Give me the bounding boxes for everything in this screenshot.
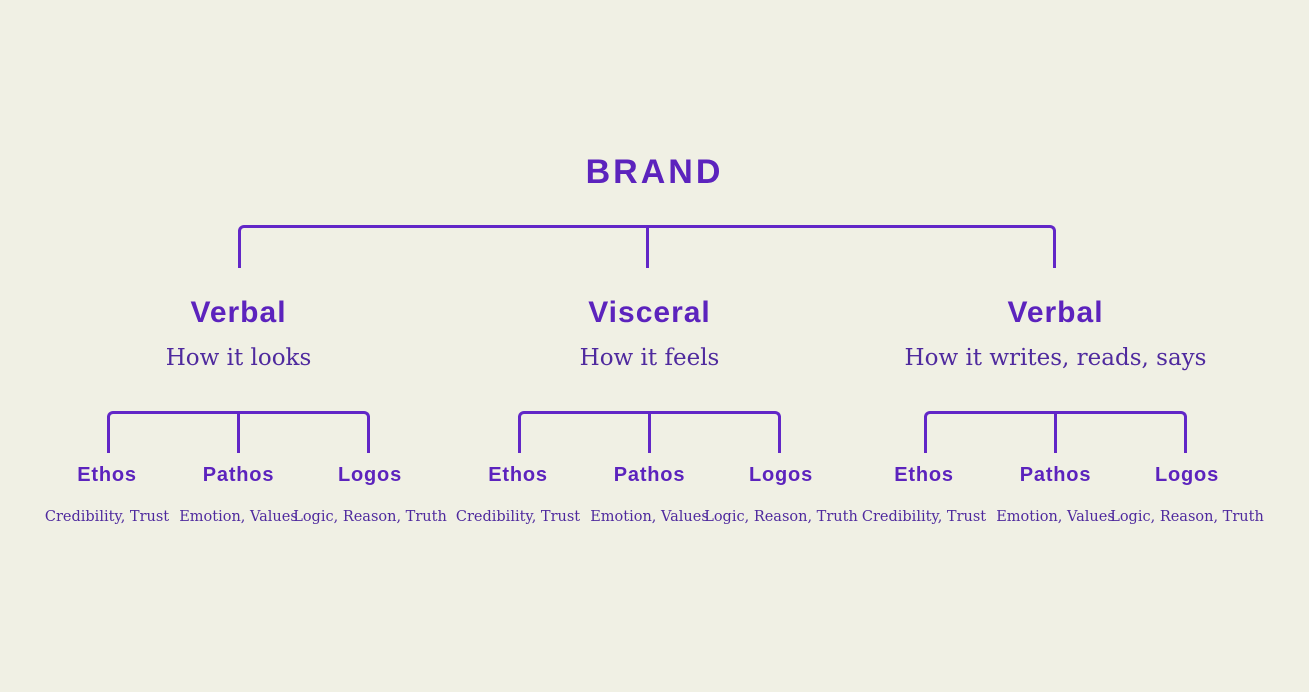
leaf-logos: Logos Logic, Reason, Truth <box>704 463 858 525</box>
branch-heading: Verbal <box>1007 296 1104 329</box>
branch-subtitle: How it writes, reads, says <box>904 345 1207 371</box>
leaf-name: Pathos <box>613 464 686 486</box>
leaf-name: Pathos <box>1019 464 1092 486</box>
leaf-name: Logos <box>1155 464 1219 486</box>
leaf-description: Emotion, Values <box>996 509 1115 525</box>
leaf-description: Credibility, Trust <box>44 509 170 525</box>
root-connector <box>238 225 1056 268</box>
leaf-ethos: Ethos Credibility, Trust <box>45 463 169 525</box>
leaf-logos: Logos Logic, Reason, Truth <box>293 463 447 525</box>
leaf-name: Logos <box>338 464 402 486</box>
root-connector-middle-drop <box>645 227 649 268</box>
leaf-name: Pathos <box>202 464 275 486</box>
leaf-description: Credibility, Trust <box>455 509 581 525</box>
leaf-description: Emotion, Values <box>590 509 709 525</box>
leaf-description: Logic, Reason, Truth <box>1110 509 1264 525</box>
leaf-logos: Logos Logic, Reason, Truth <box>1110 463 1264 525</box>
branch-subtitle: How it looks <box>165 345 312 371</box>
branch-subtitle: How it feels <box>579 345 720 371</box>
leaf-pathos: Pathos Emotion, Values <box>590 463 709 525</box>
branch-connector <box>107 411 370 453</box>
branch-connector-middle-drop <box>648 413 651 453</box>
leaf-description: Emotion, Values <box>179 509 298 525</box>
branch-heading: Visceral <box>588 296 711 329</box>
leaf-pathos: Pathos Emotion, Values <box>179 463 298 525</box>
branch-heading: Verbal <box>190 296 287 329</box>
leaf-ethos: Ethos Credibility, Trust <box>456 463 580 525</box>
leaf-name: Logos <box>749 464 813 486</box>
leaf-ethos: Ethos Credibility, Trust <box>862 463 986 525</box>
leaf-name: Ethos <box>488 464 548 486</box>
leaf-description: Logic, Reason, Truth <box>704 509 858 525</box>
leaf-name: Ethos <box>894 464 954 486</box>
leaf-description: Credibility, Trust <box>861 509 987 525</box>
leaf-name: Ethos <box>77 464 137 486</box>
branch-connector <box>518 411 781 453</box>
branch-connector-middle-drop <box>237 413 240 453</box>
branch-connector <box>924 411 1187 453</box>
leaf-description: Logic, Reason, Truth <box>293 509 447 525</box>
branch-connector-middle-drop <box>1054 413 1057 453</box>
leaf-pathos: Pathos Emotion, Values <box>996 463 1115 525</box>
diagram-title: BRAND <box>585 153 724 191</box>
